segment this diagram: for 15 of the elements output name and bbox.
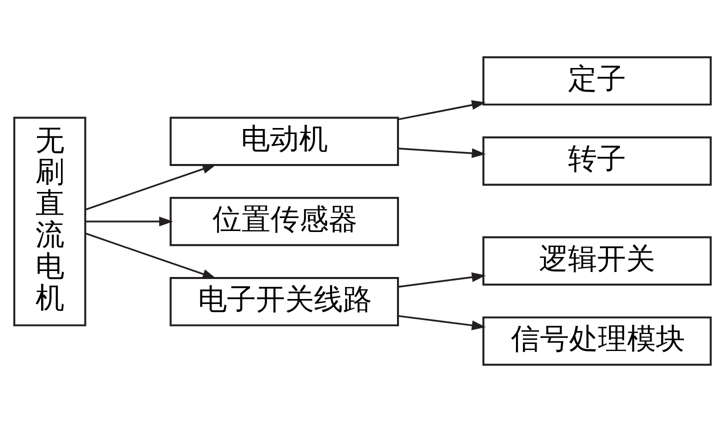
- node-box: 无刷直流电机: [13, 116, 86, 326]
- node-box: 逻辑开关: [482, 236, 712, 286]
- arrow: [85, 232, 217, 278]
- arrow: [398, 314, 486, 330]
- node-box: 电动机: [170, 116, 399, 166]
- node-box: 信号处理模块: [482, 316, 712, 366]
- node-box: 电子开关线路: [170, 276, 399, 326]
- arrow: [85, 216, 174, 226]
- node-box: 定子: [482, 56, 712, 106]
- arrow: [398, 100, 486, 120]
- node-box: 转子: [482, 136, 712, 186]
- arrow: [398, 272, 486, 288]
- arrow: [85, 164, 217, 210]
- node-box: 位置传感器: [170, 196, 399, 246]
- arrow: [398, 147, 486, 158]
